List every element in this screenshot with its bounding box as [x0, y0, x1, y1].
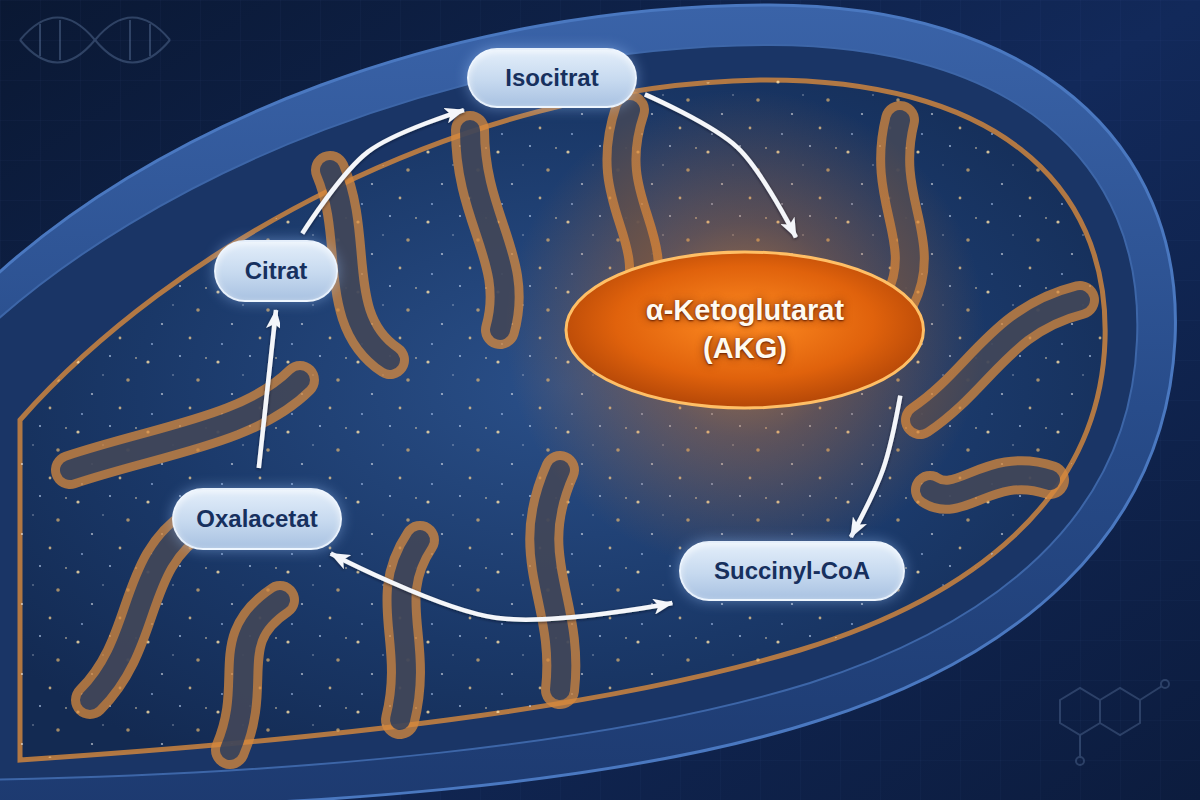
reaction-arrow [302, 110, 464, 233]
ellipse-shape [566, 252, 924, 408]
metabolite-label: Citrat [245, 257, 308, 286]
metabolite-label: α-Ketoglutarat (AKG) [620, 292, 870, 367]
metabolite-label: Isocitrat [505, 64, 598, 93]
highlighted-metabolite: α-Ketoglutarat (AKG) [564, 250, 926, 410]
molecule-icon [1060, 680, 1169, 765]
reaction-arrow [259, 310, 276, 468]
reaction-arrow [851, 396, 900, 537]
reaction-arrow [331, 553, 673, 619]
metabolite-box: Oxalacetat [172, 488, 342, 550]
reaction-arrow [645, 94, 796, 237]
matrix-sparkles [20, 80, 1105, 760]
highlight-glow [505, 90, 985, 570]
metabolite-label: Succinyl-CoA [714, 557, 870, 586]
metabolite-box: Citrat [214, 240, 338, 302]
intermembrane-space [0, 45, 1137, 780]
metabolite-label: Oxalacetat [196, 505, 317, 534]
metabolite-box: Isocitrat [467, 48, 637, 108]
dna-icon [20, 18, 170, 63]
inner-membrane [20, 80, 1105, 760]
metabolite-box: Succinyl-CoA [679, 541, 905, 601]
outer-membrane [0, 5, 1175, 800]
ellipse-outline [564, 250, 926, 410]
